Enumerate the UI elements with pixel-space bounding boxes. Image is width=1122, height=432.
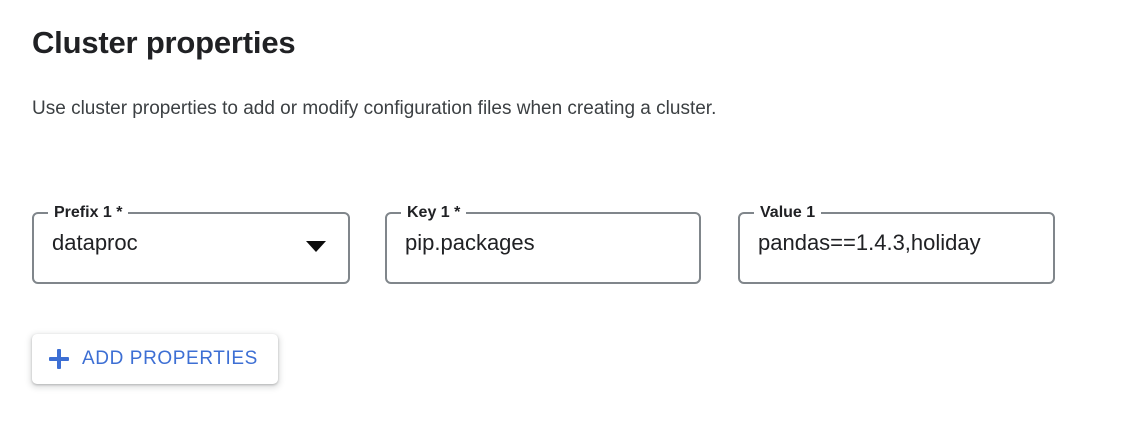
page-title: Cluster properties [32,25,296,60]
prefix-field-wrapper[interactable]: Prefix 1 * dataproc [32,205,350,284]
key-input-value[interactable]: pip.packages [405,230,535,255]
value-field-label: Value 1 [760,204,816,221]
add-properties-button[interactable]: ADD PROPERTIES [32,334,278,384]
chevron-down-icon[interactable] [306,241,326,252]
key-field-wrapper[interactable]: Key 1 * pip.packages [385,205,701,284]
prefix-field-label: Prefix 1 * [54,204,123,221]
plus-icon [48,348,70,370]
key-field-label: Key 1 * [407,204,461,221]
add-properties-label: ADD PROPERTIES [82,348,258,369]
page-subtitle: Use cluster properties to add or modify … [32,98,717,119]
value-input-value[interactable]: pandas==1.4.3,holiday [758,230,981,255]
prefix-select-value[interactable]: dataproc [52,230,138,255]
value-field-wrapper[interactable]: Value 1 pandas==1.4.3,holiday [738,205,1055,284]
